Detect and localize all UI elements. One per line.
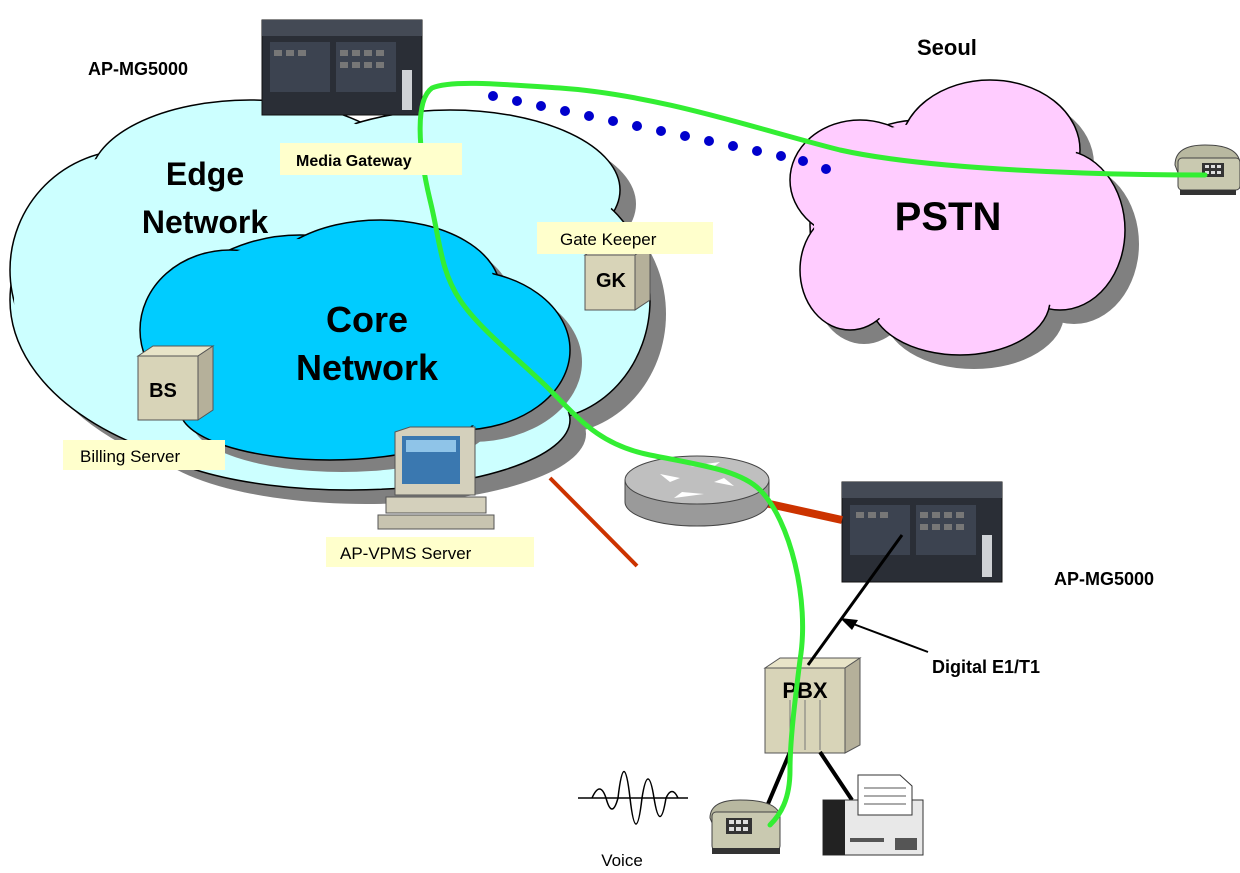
voice-label: Voice <box>601 851 643 870</box>
digital-link-label: Digital E1/T1 <box>932 657 1040 677</box>
telephone-right-icon <box>1174 144 1240 195</box>
router-icon <box>624 455 770 527</box>
core-network-title-line1: Core <box>326 299 408 340</box>
edge-network-title-line1: Edge <box>166 156 244 192</box>
gatekeeper-box-label: GK <box>596 270 627 292</box>
vpms-link <box>548 476 639 568</box>
digital-link-arrow <box>840 618 929 653</box>
edge-network-title-line2: Network <box>142 204 268 240</box>
media-gateway-label: Media Gateway <box>296 153 412 170</box>
media-gateway-top-device <box>261 19 423 116</box>
billing-server-label: Billing Server <box>80 447 180 466</box>
e1-t1-link <box>806 534 904 666</box>
core-network-title-line2: Network <box>296 347 439 388</box>
signaling-dotted-path <box>488 91 831 174</box>
media-gateway-label-bg <box>280 143 462 175</box>
voice-call-path <box>417 80 1208 828</box>
gate-keeper-label: Gate Keeper <box>560 230 657 249</box>
vpms-server-label-bg <box>326 537 534 567</box>
billing-server-label-bg <box>63 440 225 470</box>
pstn-cloud <box>789 79 1139 369</box>
gateway-top-label: AP-MG5000 <box>88 59 188 79</box>
gateway-bottom-label: AP-MG5000 <box>1054 569 1154 589</box>
router-gateway-link <box>764 499 843 524</box>
pbx-fax-link <box>818 750 854 802</box>
vpms-server-pc-icon <box>377 426 495 530</box>
pstn-title: PSTN <box>895 195 1002 239</box>
gate-keeper-label-bg <box>537 222 713 254</box>
seoul-label: Seoul <box>917 35 977 60</box>
voice-wave-icon <box>578 771 688 825</box>
fax-machine-icon <box>822 774 924 856</box>
pbx-box-label: PBX <box>782 678 828 703</box>
telephone-bottom-icon <box>709 799 781 854</box>
billing-box-label: BS <box>149 380 177 402</box>
media-gateway-bottom-device <box>841 481 1003 583</box>
gatekeeper-server-icon: GK <box>583 244 652 311</box>
billing-server-icon: BS <box>136 345 215 421</box>
pbx-cabinet-icon: PBX <box>763 657 862 754</box>
vpms-server-label: AP-VPMS Server <box>340 544 472 563</box>
